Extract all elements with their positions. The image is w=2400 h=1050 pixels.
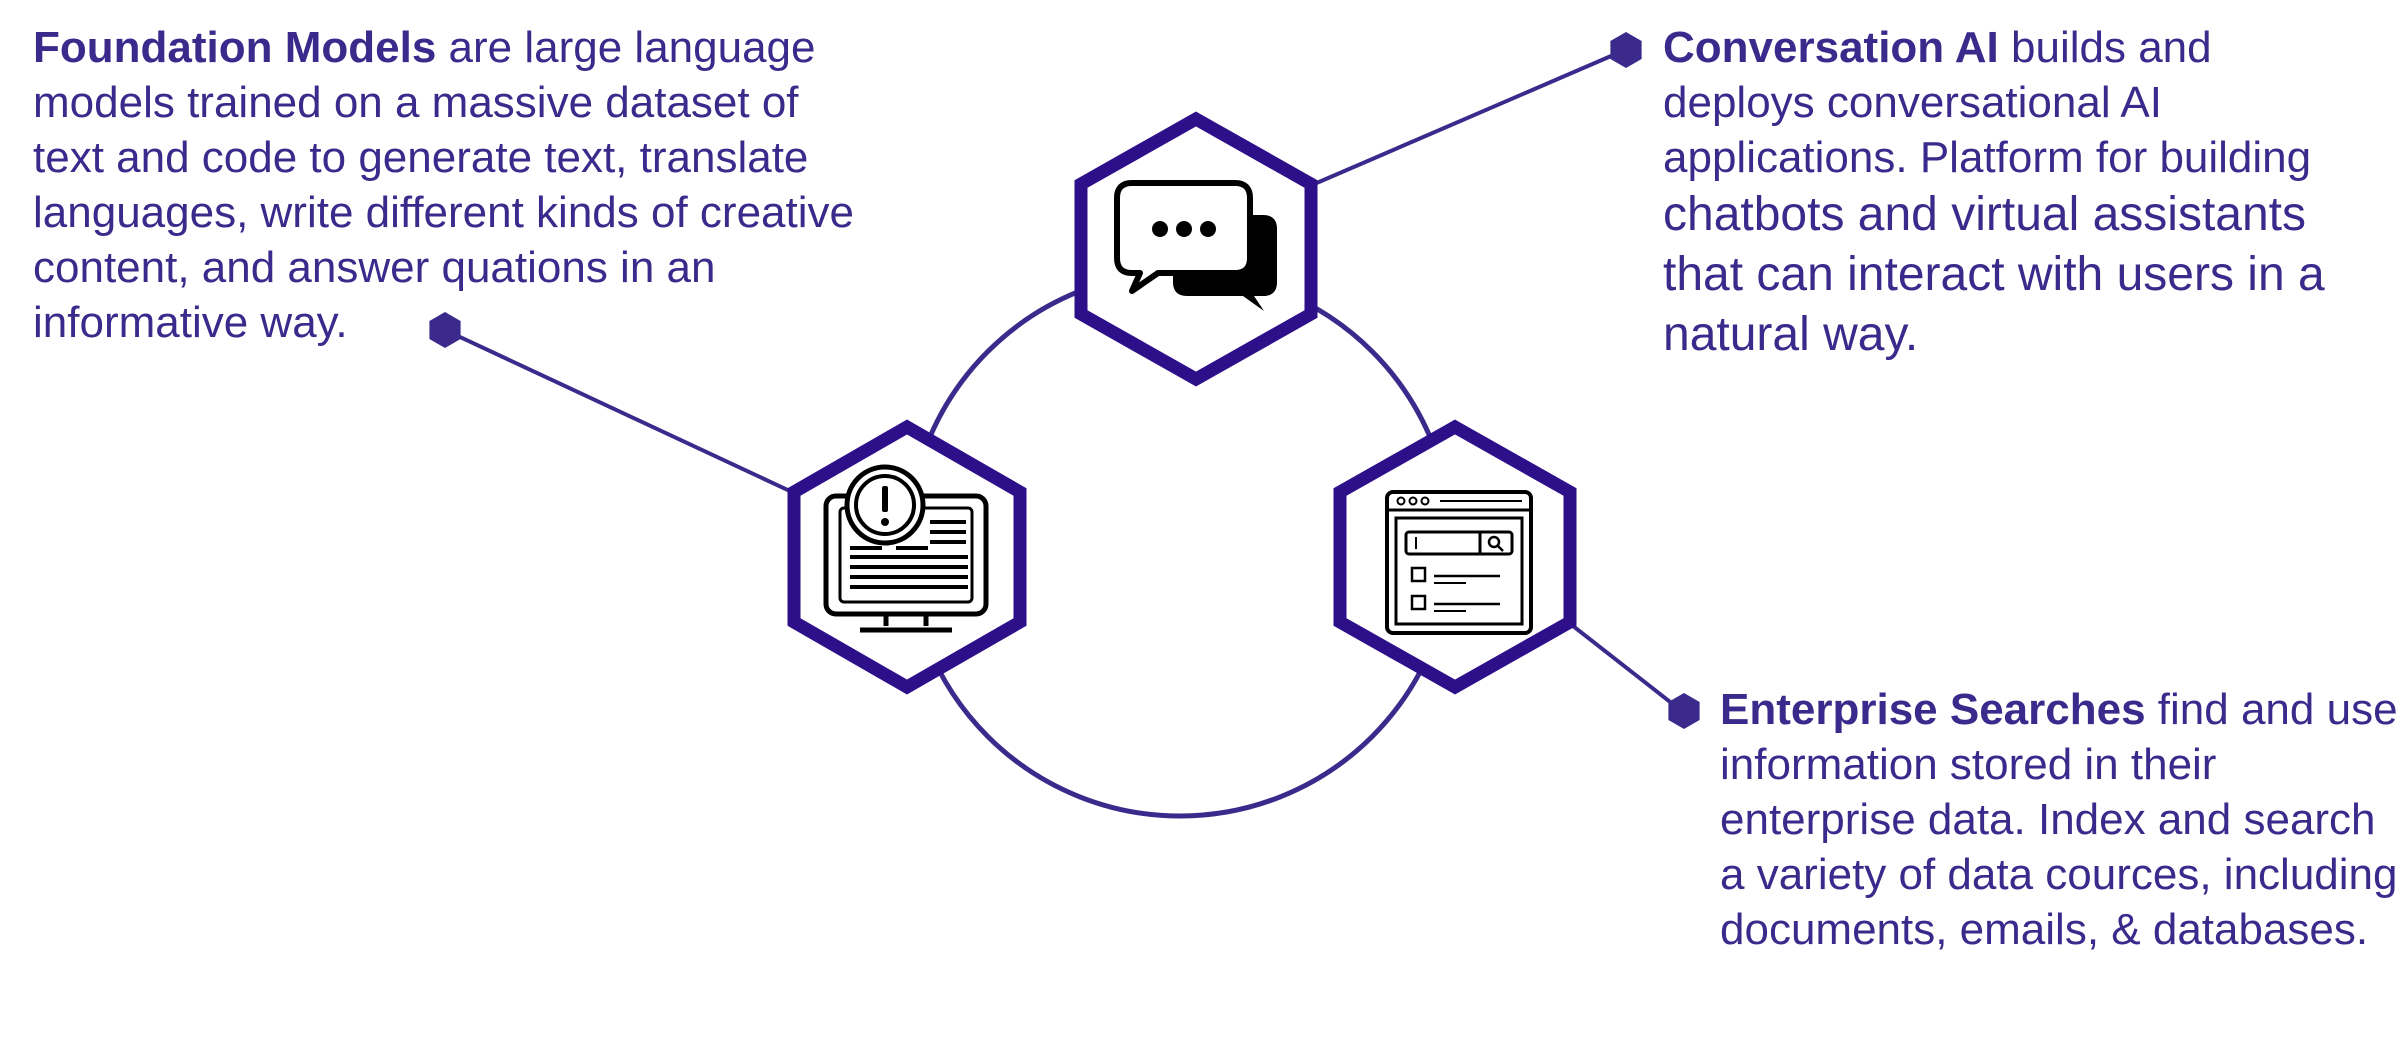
chat-bubbles-icon	[1114, 180, 1277, 311]
monitor-alert-icon	[823, 464, 989, 633]
browser-search-icon	[1385, 490, 1533, 635]
connector-enterprise	[1571, 624, 1685, 714]
foundation-models-description: Foundation Models are large language mod…	[33, 20, 863, 350]
enterprise-searches-term: Enterprise Searches	[1720, 685, 2146, 734]
conversation-ai-text-continued: chatbots and virtual assistants that can…	[1663, 188, 2325, 361]
bullet-hexagon-foundation	[429, 312, 461, 348]
conversation-ai-text: builds and deploys conversational AI app…	[1663, 23, 2312, 182]
conversation-ai-term: Conversation AI	[1663, 23, 1999, 72]
bullet-hexagon-enterprise	[1668, 693, 1700, 729]
connector-conversation	[1311, 48, 1626, 187]
conversation-ai-description: Conversation AI builds and deploys conve…	[1663, 20, 2363, 365]
foundation-models-text: are large language models trained on a m…	[33, 23, 854, 347]
connector-foundation	[444, 328, 793, 494]
bullet-hexagon-conversation	[1610, 32, 1642, 68]
foundation-models-term: Foundation Models	[33, 23, 437, 72]
enterprise-searches-text: find and use information stored in their…	[1720, 685, 2398, 954]
enterprise-searches-description: Enterprise Searches find and use informa…	[1720, 682, 2400, 957]
